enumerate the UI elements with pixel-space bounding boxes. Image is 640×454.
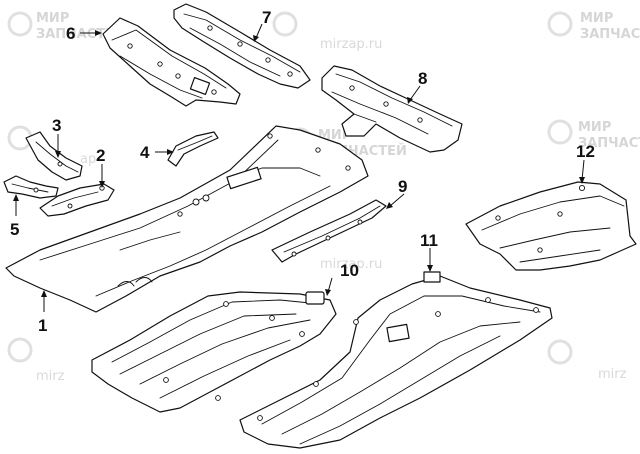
watermark-brand-line1: МИР — [578, 120, 611, 135]
callout-6: 6 — [66, 24, 75, 43]
watermark-short: mirz — [598, 367, 627, 382]
watermark-short: mirz — [36, 369, 65, 384]
watermark-url-mid: mirzap.ru — [320, 257, 382, 272]
watermark-pin-icon — [7, 11, 33, 37]
leader-4-arrow-icon — [167, 149, 174, 155]
leader-12 — [581, 159, 585, 181]
callout-leaders — [13, 23, 585, 312]
part-12-rear-shield — [465, 181, 637, 271]
part-9-reinforcement — [271, 199, 387, 263]
part-7-center-rail — [173, 3, 311, 89]
part-10-under-shield — [91, 291, 337, 413]
callout-2: 2 — [96, 146, 105, 165]
watermark-logo-top-center — [272, 11, 298, 37]
callout-7: 7 — [262, 8, 271, 27]
callout-8: 8 — [418, 69, 427, 88]
callout-9: 9 — [398, 177, 407, 196]
leader-8-arrow-icon — [407, 97, 413, 104]
callout-1: 1 — [38, 316, 47, 335]
leader-9 — [389, 193, 405, 207]
part-4-brace — [167, 131, 219, 167]
watermark-brand-line2: ЗАПЧАСТЕЙ — [580, 26, 640, 42]
leader-10-arrow-icon — [325, 289, 331, 296]
watermark-logo-bottom-left: mirz — [7, 337, 65, 384]
watermark-url-top: mirzap.ru — [320, 37, 382, 52]
leader-7-arrow-icon — [253, 35, 259, 42]
leader-2-arrow-icon — [99, 181, 105, 188]
leader-1-arrow-icon — [41, 290, 47, 297]
part-5-bracket — [3, 175, 59, 199]
watermark-pin-icon — [547, 11, 573, 37]
callout-5: 5 — [10, 220, 19, 239]
watermark-logo-top-right: МИР ЗАПЧАСТЕЙ — [547, 11, 640, 42]
callout-11: 11 — [420, 231, 438, 250]
leader-7 — [255, 23, 263, 39]
part-3-bracket — [25, 131, 83, 181]
leader-3-arrow-icon — [55, 151, 61, 158]
leader-12-arrow-icon — [579, 177, 585, 184]
callout-12: 12 — [576, 142, 595, 161]
part-2-bracket — [39, 183, 115, 217]
leader-9-arrow-icon — [386, 202, 393, 209]
part-11-under-shield — [239, 271, 553, 449]
watermark-pin-icon — [7, 337, 33, 363]
part-6-rear-rail — [102, 17, 241, 107]
watermark-logo-bottom-right: mirz — [547, 339, 627, 382]
part-8-crossmember — [321, 65, 463, 153]
watermark-brand-line1: МИР — [36, 11, 69, 26]
watermark-partial-ap: ap — [80, 152, 96, 167]
watermark-pin-icon — [272, 11, 298, 37]
leader-5-arrow-icon — [13, 194, 19, 201]
part-1-floor-pan — [5, 125, 369, 313]
callout-labels: 1 2 3 4 5 6 7 8 9 10 11 12 — [10, 8, 595, 335]
watermark-brand-line2: ЗАПЧАСТЕЙ — [578, 135, 640, 151]
leader-6-arrow-icon — [95, 30, 102, 36]
callout-4: 4 — [140, 143, 150, 162]
callout-10: 10 — [340, 261, 359, 280]
watermark-logo-mid-right: МИР ЗАПЧАСТЕЙ — [547, 119, 640, 151]
watermark-brand-line1: МИР — [580, 11, 613, 26]
watermark-brand-line2: ЗАПЧАСТЕЙ — [36, 26, 125, 42]
watermark-pin-icon — [547, 119, 573, 145]
callout-3: 3 — [52, 116, 61, 135]
watermark-pin-icon — [547, 339, 573, 365]
leader-8 — [409, 85, 421, 101]
watermark-logo-top-left: МИР ЗАПЧАСТЕЙ — [7, 11, 125, 42]
leader-11-arrow-icon — [427, 265, 433, 272]
